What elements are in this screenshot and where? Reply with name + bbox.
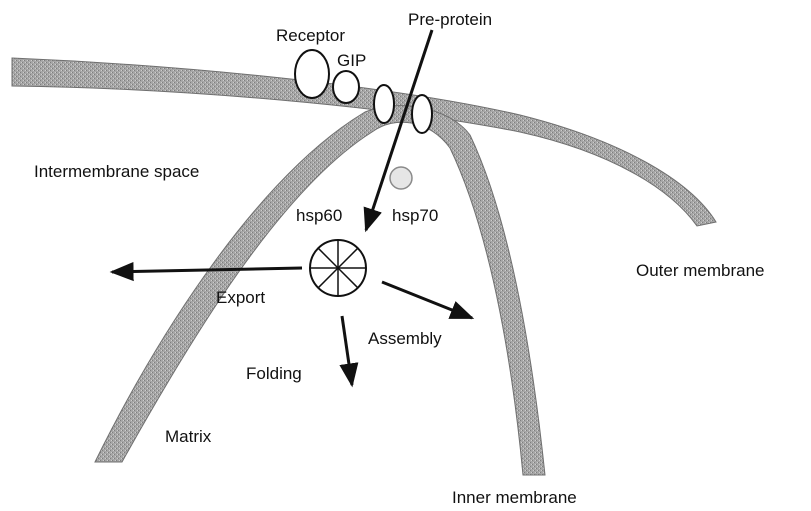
matrix-label: Matrix: [165, 427, 212, 446]
hsp60-label: hsp60: [296, 206, 342, 225]
folding-label: Folding: [246, 364, 302, 383]
outer-membrane-band: [12, 58, 716, 226]
outer-membrane-label: Outer membrane: [636, 261, 765, 280]
pre-protein-label: Pre-protein: [408, 10, 492, 29]
receptor-label: Receptor: [276, 26, 345, 45]
import-pore-left: [374, 85, 394, 123]
inner-membrane-label: Inner membrane: [452, 488, 577, 507]
export-arrow: [112, 268, 302, 272]
intermembrane-space-label: Intermembrane space: [34, 162, 199, 181]
folding-arrow: [342, 316, 352, 385]
hsp70-particle: [390, 167, 412, 189]
hsp70-label: hsp70: [392, 206, 438, 225]
export-label: Export: [216, 288, 265, 307]
receptor-protein: [295, 50, 329, 98]
gip-protein: [333, 71, 359, 103]
hsp60-complex: [310, 240, 366, 296]
gip-label: GIP: [337, 51, 366, 70]
assembly-label: Assembly: [368, 329, 442, 348]
assembly-arrow: [382, 282, 472, 318]
import-pore-right: [412, 95, 432, 133]
